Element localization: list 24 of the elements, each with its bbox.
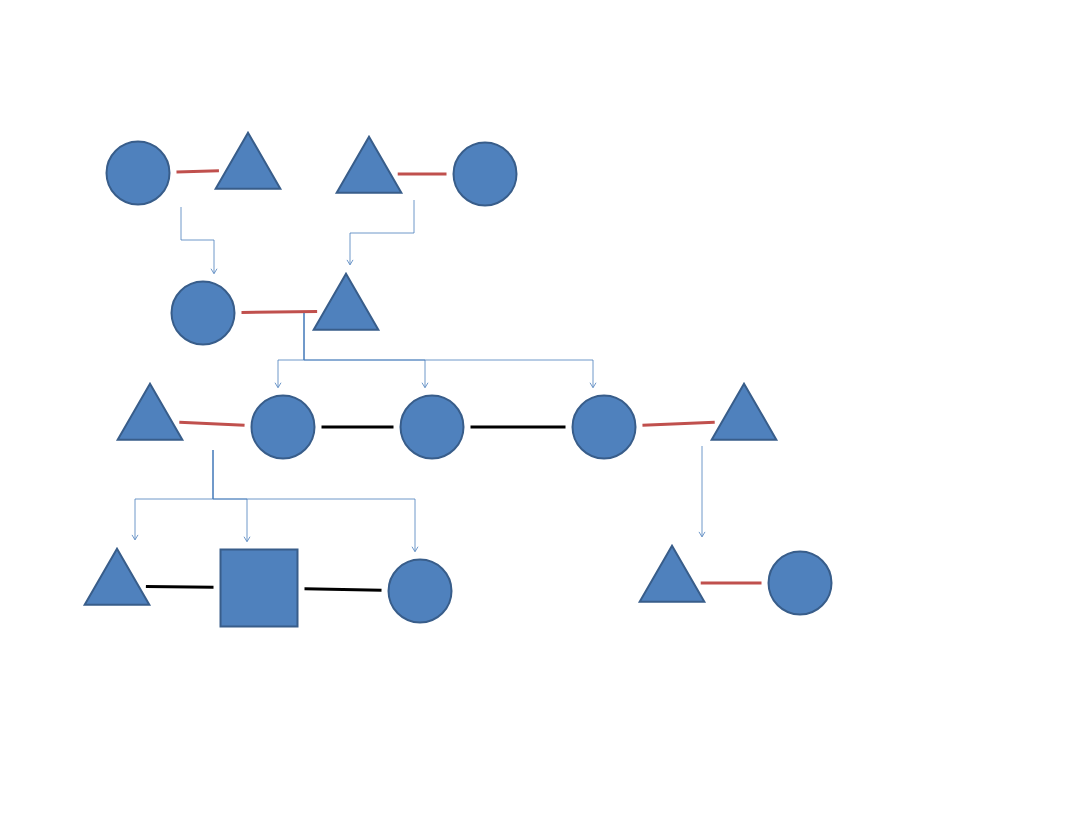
circle-symbol	[105, 140, 171, 206]
connector-line	[700, 581, 762, 585]
connector-line	[176, 169, 219, 174]
connector-line	[304, 587, 382, 592]
connector-line	[470, 425, 566, 429]
circle-symbol	[571, 394, 637, 460]
circle-symbol	[250, 394, 316, 460]
connector-line	[241, 309, 318, 314]
arrow	[346, 199, 415, 266]
square-symbol	[219, 548, 299, 628]
arrow	[303, 312, 597, 389]
arrow	[212, 449, 419, 553]
connector-line	[321, 425, 394, 429]
connector-line	[642, 420, 715, 427]
circle-symbol	[767, 550, 833, 616]
connector-line	[179, 420, 245, 427]
arrow	[698, 445, 706, 538]
circle-symbol	[452, 141, 518, 207]
connector-line	[397, 172, 447, 176]
circle-symbol	[387, 558, 453, 624]
connector-line	[145, 584, 214, 589]
arrow	[180, 206, 218, 275]
circle-symbol	[399, 394, 465, 460]
circle-symbol	[170, 280, 236, 346]
